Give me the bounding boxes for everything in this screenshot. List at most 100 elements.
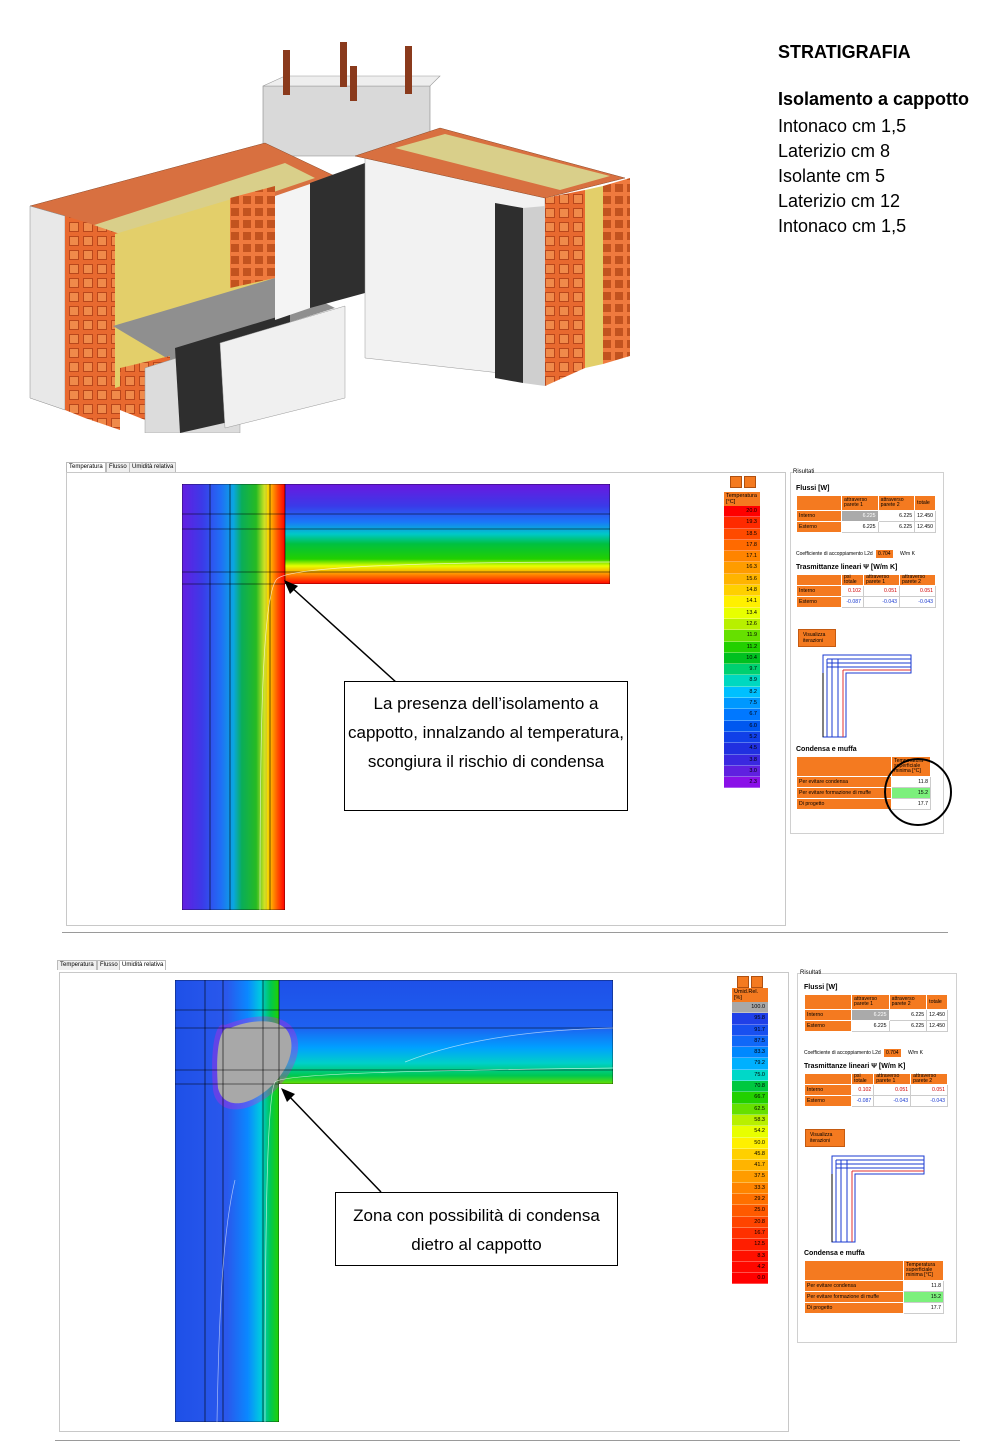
cell: 6.225 <box>877 521 916 533</box>
legend-entry: 12.5 <box>732 1239 768 1251</box>
stratigrafia-subheading: Isolamento a cappotto <box>778 89 970 109</box>
legend-entry: 75.0 <box>732 1069 768 1082</box>
legend-entry: 66.7 <box>732 1092 768 1104</box>
row-progetto: Di progetto <box>796 798 892 810</box>
cell: 6.225 <box>841 510 879 522</box>
humidity-window: Temperatura Flusso Umidità relativa <box>55 960 960 1438</box>
legend-entry: 91.7 <box>732 1024 768 1036</box>
callout-box: Zona con possibilità di condensa dietro … <box>335 1192 618 1266</box>
results-title: Risultati <box>793 469 815 475</box>
trasm-h3: attraverso parete 2 <box>910 1073 948 1085</box>
separator <box>55 1440 960 1441</box>
tab-temperatura[interactable]: Temperatura <box>66 462 106 472</box>
legend-entry: 50.0 <box>732 1137 768 1149</box>
zoom-out-icon[interactable] <box>751 976 763 988</box>
flussi-table: attraverso parete 1 attraverso parete 2 … <box>796 495 936 533</box>
cell: -0.043 <box>899 596 936 608</box>
geometry-thumbnail <box>822 654 912 738</box>
legend-entry: 17.8 <box>724 539 760 552</box>
legend-entry: 33.3 <box>732 1182 768 1195</box>
row-interno: Interno <box>804 1009 852 1021</box>
cell: 0.051 <box>863 585 901 597</box>
separator <box>62 932 948 933</box>
results-title: Risultati <box>800 970 822 976</box>
row-muffe: Per evitare formazione di muffe <box>796 787 892 799</box>
legend-entry: 3.0 <box>724 765 760 778</box>
zoom-in-icon[interactable] <box>730 476 742 488</box>
cell: 17.7 <box>903 1302 944 1314</box>
cell: 0.051 <box>899 585 936 597</box>
coeff-label: Coefficiente di accoppiamento L2d <box>804 1050 881 1056</box>
callout-arrow <box>281 1088 382 1193</box>
callout-arrow <box>284 580 398 684</box>
flussi-title: Flussi [W] <box>796 485 830 492</box>
coeff-unit: W/m K <box>899 551 915 557</box>
legend-title: Temperatura [°C] <box>724 492 760 506</box>
row-esterno: Esterno <box>804 1020 852 1032</box>
row-condensa: Per evitare condensa <box>796 776 892 788</box>
tab-umidita[interactable]: Umidità relativa <box>119 960 167 970</box>
legend-entry: 83.3 <box>732 1047 768 1059</box>
flussi-h3: totale <box>914 495 936 511</box>
flussi-table: attraverso parete 1 attraverso parete 2 … <box>804 994 948 1032</box>
legend-entry: 18.5 <box>724 528 760 540</box>
zoom-out-icon[interactable] <box>744 476 756 488</box>
legend-entry: 45.8 <box>732 1148 768 1161</box>
flussi-h3: totale <box>926 994 948 1010</box>
coeff-row: Coefficiente di accoppiamento L2d 0.704 … <box>796 550 915 558</box>
legend-entry: 16.7 <box>732 1227 768 1240</box>
condensa-header: Temperatura superficiale minima [°C] <box>903 1260 944 1281</box>
legend-entry: 95.8 <box>732 1013 768 1025</box>
cell: -0.087 <box>840 596 865 608</box>
trasm-h2: attraverso parete 1 <box>863 574 901 586</box>
cell: -0.043 <box>863 596 901 608</box>
legend-title: Umid.Rel. [%] <box>732 988 768 1002</box>
visualizza-iterazioni-button[interactable]: Visualizza iterazioni <box>805 1129 845 1147</box>
row-interno: Interno <box>804 1084 852 1096</box>
coeff-value: 0.704 <box>884 1049 901 1057</box>
geometry-thumbnail <box>831 1155 925 1243</box>
legend-entry: 12.6 <box>724 618 760 631</box>
legend-entry: 6.7 <box>724 709 760 721</box>
row-muffe: Per evitare formazione di muffe <box>804 1291 904 1303</box>
legend-entry: 58.3 <box>732 1114 768 1127</box>
visualizza-iterazioni-button[interactable]: Visualizza iterazioni <box>798 629 836 647</box>
row-condensa: Per evitare condensa <box>804 1280 904 1292</box>
layer-3: Isolante cm 5 <box>778 166 886 186</box>
legend-entry: 8.3 <box>732 1250 768 1262</box>
legend-entry: 10.4 <box>724 652 760 665</box>
row-esterno: Esterno <box>796 596 842 608</box>
wall-corner-3d-illustration <box>29 42 630 433</box>
cell: 15.2 <box>903 1291 944 1303</box>
flussi-h1: attraverso parete 1 <box>851 994 890 1010</box>
legend-entry: 41.7 <box>732 1160 768 1172</box>
tab-flusso[interactable]: Flusso <box>97 960 121 970</box>
row-progetto: Di progetto <box>804 1302 904 1314</box>
tab-temperatura[interactable]: Temperatura <box>57 960 97 970</box>
legend-entry: 14.8 <box>724 585 760 597</box>
legend-entry: 29.2 <box>732 1194 768 1206</box>
tab-bar: Temperatura Flusso Umidità relativa <box>57 960 177 972</box>
legend-entry: 79.2 <box>732 1058 768 1070</box>
condensa-title: Condensa e muffa <box>796 746 857 753</box>
tab-umidita[interactable]: Umidità relativa <box>129 462 177 472</box>
trasm-h2: attraverso parete 1 <box>873 1073 912 1085</box>
tab-flusso[interactable]: Flusso <box>106 462 130 472</box>
zoom-in-icon[interactable] <box>737 976 749 988</box>
cell: 6.225 <box>851 1009 890 1021</box>
legend-entry: 7.5 <box>724 698 760 710</box>
cell: 12.450 <box>926 1009 948 1021</box>
legend-entry: 20.8 <box>732 1216 768 1228</box>
coeff-value: 0.704 <box>876 550 893 558</box>
legend-entry: 17.1 <box>724 551 760 563</box>
results-panel-1: Risultati Flussi [W] attraverso parete 1… <box>790 469 944 834</box>
legend-entry: 15.6 <box>724 573 760 586</box>
results-panel-2: Risultati Flussi [W] attraverso parete 1… <box>797 970 957 1343</box>
coeff-unit: W/m K <box>907 1050 923 1056</box>
layer-5: Intonaco cm 1,5 <box>778 216 907 236</box>
cell: 0.102 <box>840 585 865 597</box>
legend-entry: 54.2 <box>732 1126 768 1138</box>
legend-entry: 5.2 <box>724 731 760 744</box>
condensa-title: Condensa e muffa <box>804 1250 865 1257</box>
